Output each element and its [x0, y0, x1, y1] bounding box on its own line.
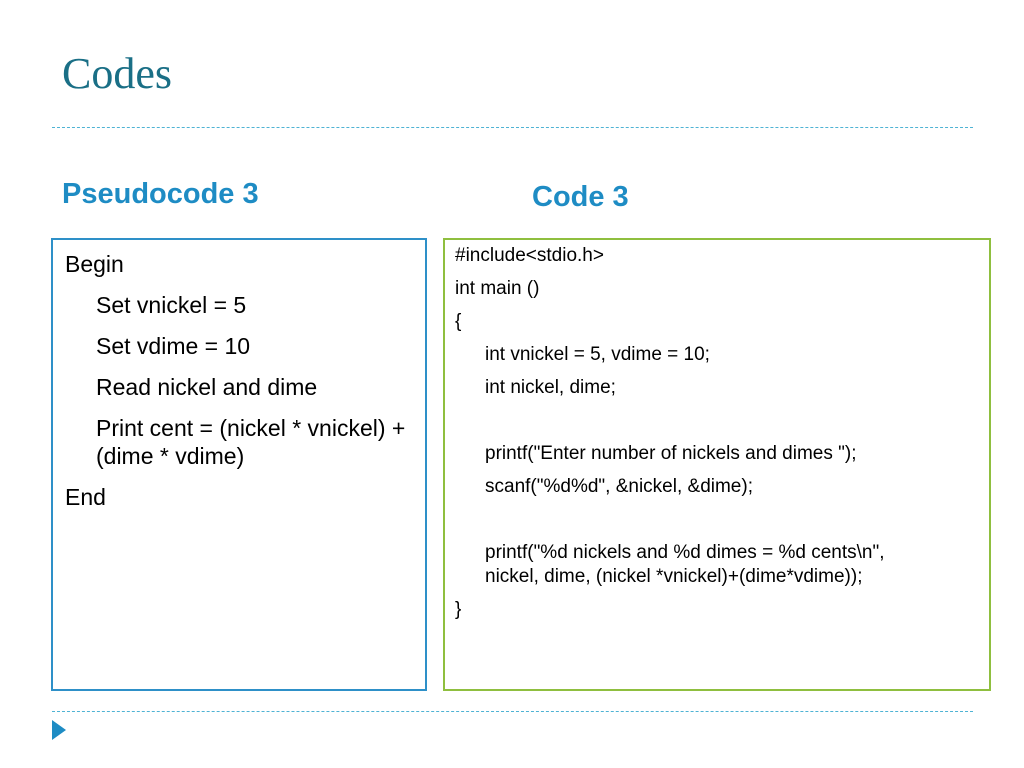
pseudocode-line: Read nickel and dime: [96, 374, 318, 400]
triangle-right-icon: [52, 720, 66, 740]
code-line: int main (): [455, 278, 540, 299]
code-line: int vnickel = 5, vdime = 10;: [485, 344, 710, 365]
pseudocode-line: End: [65, 484, 106, 510]
title-divider: [52, 127, 973, 128]
code-heading: Code 3: [532, 181, 629, 213]
pseudocode-box: Begin Set vnickel = 5 Set vdime = 10 Rea…: [51, 238, 427, 691]
code-line: scanf("%d%d", &nickel, &dime);: [485, 476, 753, 497]
code-line: nickel, dime, (nickel *vnickel)+(dime*vd…: [485, 566, 863, 587]
footer-divider: [52, 711, 973, 712]
code-line: [455, 508, 979, 532]
code-box: #include<stdio.h> int main () { int vnic…: [443, 238, 991, 691]
slide-title: Codes: [62, 49, 172, 98]
code-line: printf("Enter number of nickels and dime…: [485, 443, 857, 464]
pseudocode-heading: Pseudocode 3: [62, 178, 259, 210]
pseudocode-line: Begin: [65, 251, 124, 277]
code-line: }: [455, 599, 462, 620]
code-line: #include<stdio.h>: [455, 245, 604, 266]
pseudocode-line: Set vdime = 10: [96, 333, 251, 359]
code-line: {: [455, 311, 462, 332]
pseudocode-line: Set vnickel = 5: [96, 292, 247, 318]
code-line: [455, 409, 979, 433]
code-line: int nickel, dime;: [485, 377, 616, 398]
pseudocode-line: Print cent = (nickel * vnickel) + (dime …: [96, 415, 406, 469]
code-line: printf("%d nickels and %d dimes = %d cen…: [485, 542, 885, 563]
